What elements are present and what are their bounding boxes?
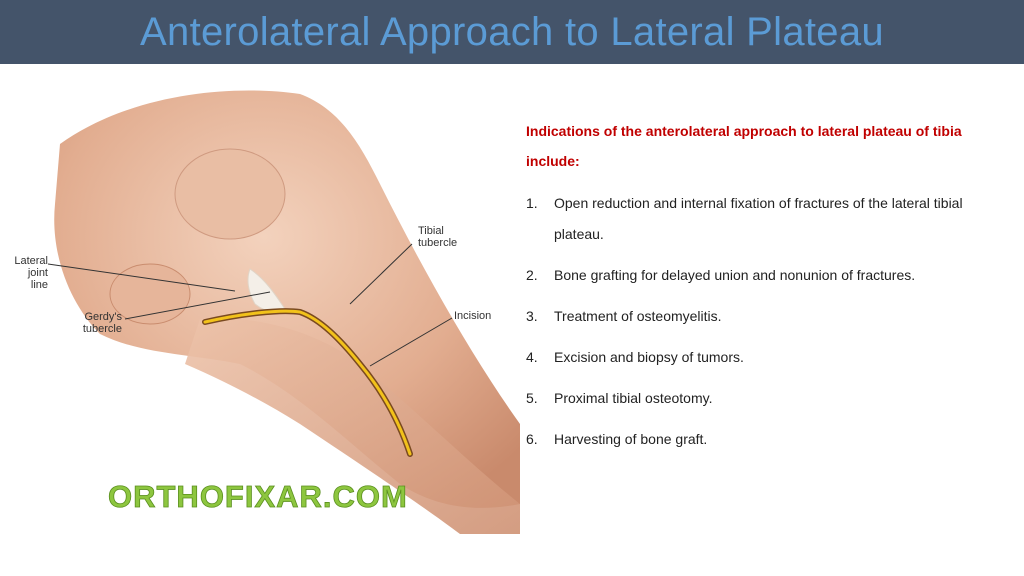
item-number: 6.	[526, 431, 538, 447]
label-gerdys-1: Gerdy's	[84, 311, 122, 323]
patella-shape	[174, 148, 286, 240]
item-number: 5.	[526, 390, 538, 406]
incision-highlight	[203, 309, 412, 456]
item-text: Bone grafting for delayed union and nonu…	[554, 267, 916, 283]
label-gerdys-2: tubercle	[83, 323, 122, 335]
leader-gerdys	[124, 291, 271, 320]
label-tibial-2: tubercle	[418, 237, 457, 249]
watermark: ORTHOFIXAR.COM	[108, 479, 408, 514]
item-text: Proximal tibial osteotomy.	[554, 390, 713, 406]
list-item: 5. Proximal tibial osteotomy.	[526, 383, 996, 414]
item-text: Excision and biopsy of tumors.	[554, 349, 744, 365]
item-text: Treatment of osteomyelitis.	[554, 308, 722, 324]
label-incision: Incision	[454, 310, 491, 322]
list-item: 3. Treatment of osteomyelitis.	[526, 301, 996, 332]
leader-incision	[369, 317, 453, 367]
item-number: 4.	[526, 349, 538, 365]
knee-illustration: Lateral joint line Gerdy's tubercle Tibi…	[0, 64, 530, 534]
list-item: 2. Bone grafting for delayed union and no…	[526, 260, 996, 291]
label-lateral-3: line	[31, 279, 48, 291]
item-number: 3.	[526, 308, 538, 324]
title-bar: Anterolateral Approach to Lateral Platea…	[0, 0, 1024, 64]
list-item: 1. Open reduction and internal fixation o…	[526, 188, 996, 250]
fibular-head-shape	[109, 263, 191, 325]
item-text: Open reduction and internal fixation of …	[554, 195, 963, 242]
indications-intro: Indications of the anterolateral approac…	[526, 123, 962, 169]
leader-lateral	[47, 263, 236, 292]
list-item: 4. Excision and biopsy of tumors.	[526, 342, 996, 373]
leader-tibial	[349, 243, 413, 305]
item-number: 1.	[526, 195, 538, 211]
slide-title: Anterolateral Approach to Lateral Platea…	[140, 9, 884, 54]
label-lateral-1: Lateral	[14, 255, 48, 267]
shin-shape	[185, 318, 520, 534]
indications-list: 1. Open reduction and internal fixation o…	[526, 188, 996, 455]
item-number: 2.	[526, 267, 538, 283]
knee-anatomy-figure: Lateral joint line Gerdy's tubercle Tibi…	[14, 90, 520, 534]
label-lateral-2: joint	[27, 267, 48, 279]
list-item: 6. Harvesting of bone graft.	[526, 424, 996, 455]
item-text: Harvesting of bone graft.	[554, 431, 708, 447]
indications-panel: Indications of the anterolateral approac…	[526, 116, 996, 465]
label-tibial-1: Tibial	[418, 225, 444, 237]
